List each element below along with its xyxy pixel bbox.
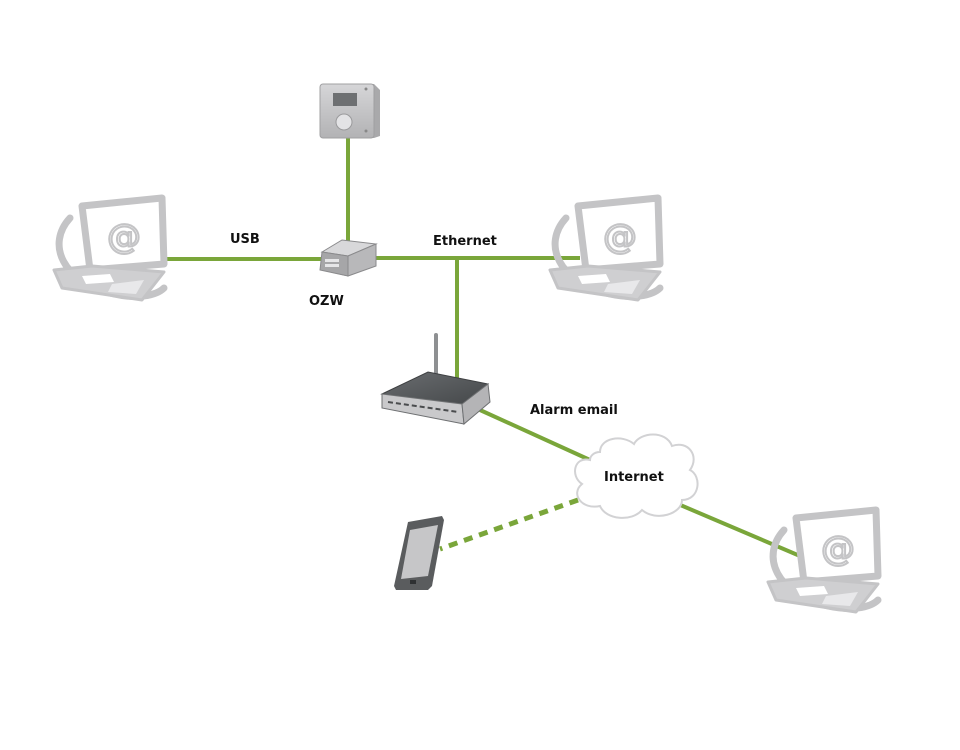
ozw-device — [319, 239, 378, 277]
links — [160, 138, 801, 558]
internet-label: Internet — [604, 470, 664, 485]
alarm-email-label: Alarm email — [530, 403, 618, 418]
ozw-label: OZW — [309, 294, 344, 309]
router-device — [380, 333, 491, 425]
link-internet-laptop — [677, 502, 801, 558]
laptop-bottom — [768, 510, 878, 612]
link-alarm-email — [479, 408, 591, 462]
internet-cloud — [574, 433, 699, 519]
ethernet-label: Ethernet — [433, 234, 497, 249]
usb-label: USB — [230, 232, 260, 247]
laptop-left — [54, 198, 164, 300]
link-internet-phone — [439, 497, 579, 552]
laptop-right — [550, 198, 660, 300]
smartphone-device — [394, 516, 444, 590]
room-unit-device — [319, 83, 380, 139]
